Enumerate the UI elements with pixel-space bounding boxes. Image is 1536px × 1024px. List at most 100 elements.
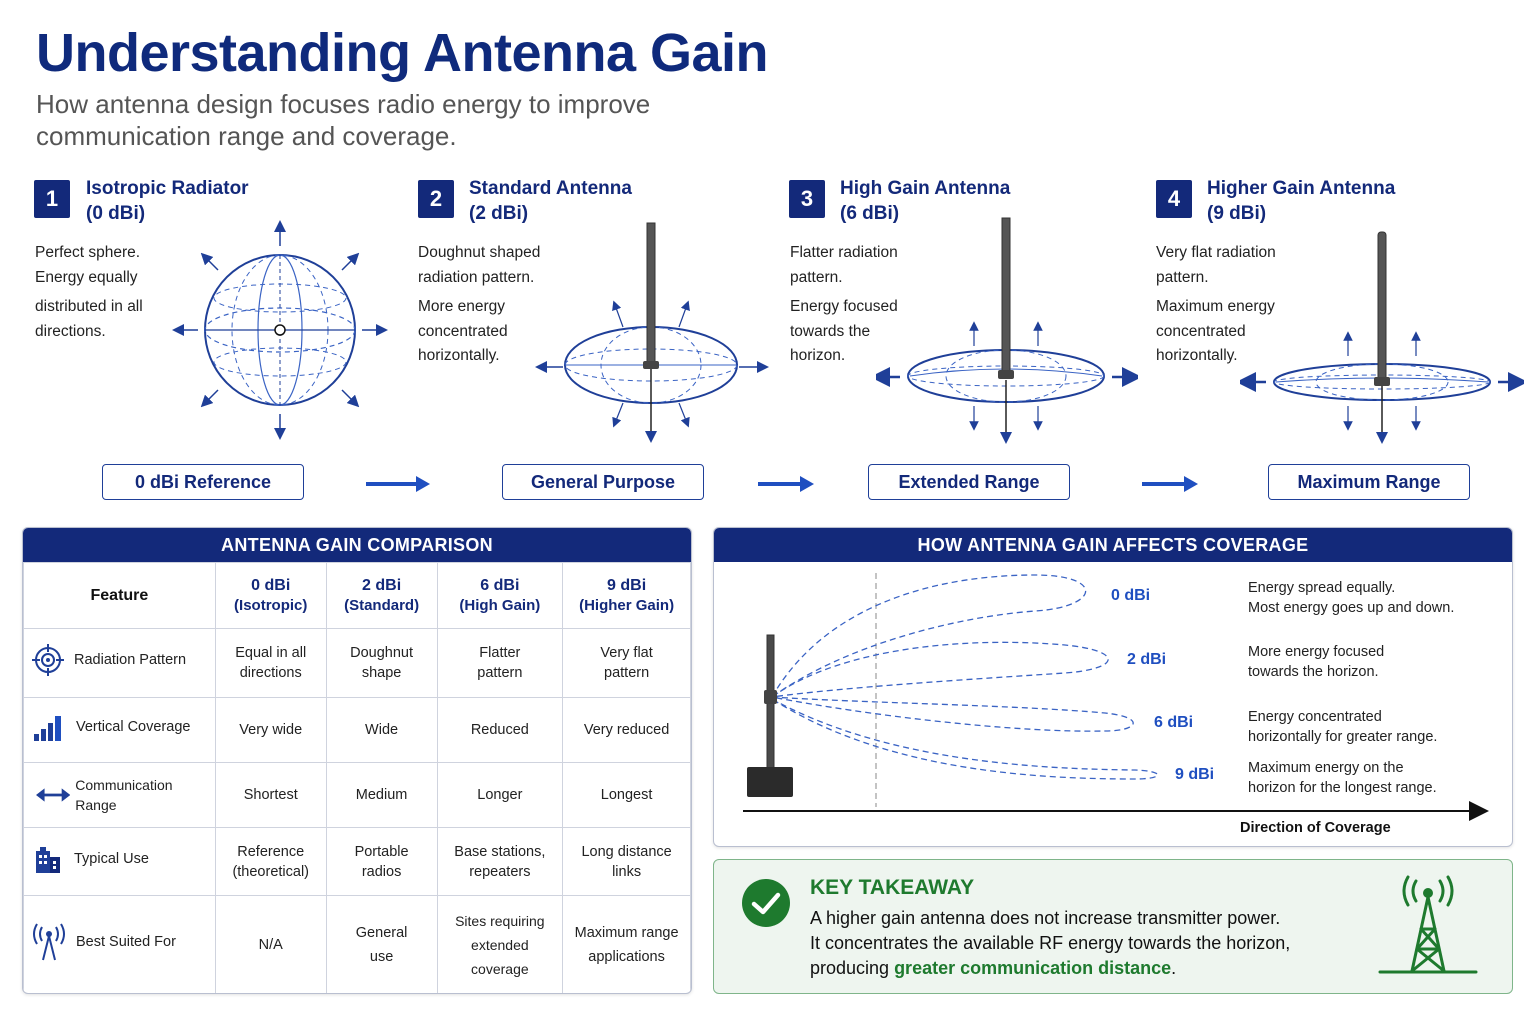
card-title-text: Higher Gain Antenna	[1207, 178, 1396, 199]
card-2-title: Standard Antenna (2 dBi)	[469, 176, 632, 226]
comparison-panel: ANTENNA GAIN COMPARISON Feature 0 dBi(Is…	[22, 527, 692, 994]
table-header-row: Feature 0 dBi(Isotropic) 2 dBi(Standard)…	[23, 562, 691, 629]
card-1-description: Perfect sphere. Energy equally distribut…	[35, 241, 143, 344]
coverage-panel: HOW ANTENNA GAIN AFFECTS COVERAGE	[713, 527, 1513, 847]
coverage-desc-0dbi: Energy spread equally.Most energy goes u…	[1248, 580, 1455, 616]
card-title-text: Standard Antenna	[469, 178, 632, 199]
step-number-4: 4	[1156, 180, 1192, 218]
target-icon	[32, 644, 64, 676]
step-number-1: 1	[34, 180, 70, 218]
coverage-label-6dbi: 6 dBi	[1154, 714, 1194, 731]
page-subtitle: How antenna design focuses radio energy …	[36, 88, 736, 152]
table-cell: Base stations,repeaters	[436, 827, 564, 896]
radio-tower-icon	[1378, 875, 1478, 974]
column-gain: 0 dBi	[251, 576, 291, 594]
column-gain: 6 dBi	[480, 576, 520, 594]
column-name: (Isotropic)	[234, 596, 308, 614]
table-row: Typical Use Reference(theoretical) Porta…	[23, 827, 691, 896]
desc-line: radiation pattern.	[418, 268, 535, 286]
high-gain-antenna-diagram	[876, 217, 1138, 444]
column-header-9dbi: 9 dBi(Higher Gain)	[562, 562, 691, 629]
table-cell: Reduced	[436, 697, 564, 763]
row-feature-label: Vertical Coverage	[76, 719, 191, 735]
page-title: Understanding Antenna Gain	[36, 23, 769, 83]
bar-signal-icon	[34, 716, 61, 741]
arrow-right-icon	[366, 476, 430, 492]
table-row: Communication Range Shortest Medium Long…	[23, 762, 691, 828]
subtitle-line-1: How antenna design focuses radio energy …	[36, 89, 651, 119]
table-cell: N/A	[214, 895, 327, 993]
desc-line: horizontally.	[418, 347, 500, 364]
card-4-title: Higher Gain Antenna (9 dBi)	[1207, 176, 1395, 226]
row-feature-communication-range: Communication Range	[23, 762, 216, 828]
row-feature-vertical-coverage: Vertical Coverage	[23, 697, 216, 763]
row-feature-label: Best Suited For	[76, 933, 176, 950]
isotropic-sphere-diagram	[172, 220, 388, 440]
desc-line: Doughnut shaped	[418, 244, 541, 261]
row-feature-label: Typical Use	[74, 850, 149, 867]
table-cell: Longest	[562, 762, 691, 828]
coverage-label-9dbi: 9 dBi	[1175, 766, 1215, 783]
desc-line: horizontally.	[1156, 347, 1238, 364]
column-name: (Standard)	[344, 596, 420, 614]
takeaway-title: KEY TAKEAWAY	[810, 876, 975, 899]
desc-line: pattern.	[1156, 268, 1209, 286]
desc-line: Energy focused	[790, 298, 898, 315]
column-header-0dbi: 0 dBi (Isotropic)	[214, 562, 327, 629]
arrow-right-icon	[1142, 476, 1198, 492]
row-feature-label: Communication Range	[75, 777, 173, 813]
card-gain-text: (2 dBi)	[469, 203, 529, 224]
pill-maximum-range: Maximum Range	[1268, 464, 1470, 500]
antenna-icon	[33, 922, 65, 960]
comparison-panel-title: ANTENNA GAIN COMPARISON	[23, 528, 691, 562]
takeaway-line: producing greater communication distance…	[810, 958, 1177, 978]
card-title-text: High Gain Antenna	[840, 178, 1011, 199]
pill-general-purpose: General Purpose	[502, 464, 704, 500]
desc-line: concentrated	[418, 322, 508, 340]
desc-line: directions.	[35, 322, 106, 340]
takeaway-line: A higher gain antenna does not increase …	[810, 908, 1281, 928]
double-arrow-icon	[36, 788, 71, 802]
card-4-description: Very flat radiation pattern. Maximum ene…	[1156, 241, 1276, 369]
arrow-right-icon	[758, 476, 814, 492]
desc-line: Flatter radiation	[790, 244, 898, 261]
step-number-3: 3	[789, 180, 825, 218]
column-gain: 2 dBi	[362, 576, 402, 594]
card-2-description: Doughnut shaped radiation pattern. More …	[418, 241, 540, 369]
card-title-text: Isotropic Radiator	[86, 178, 249, 199]
coverage-label-2dbi: 2 dBi	[1127, 651, 1167, 668]
desc-line: Maximum energy	[1156, 298, 1275, 315]
row-feature-radiation-pattern: Radiation Pattern	[23, 628, 216, 698]
subtitle-line-2: communication range and coverage.	[36, 121, 457, 151]
table-cell: Shortest	[214, 762, 327, 828]
desc-line: pattern.	[790, 268, 843, 286]
pill-extended-range: Extended Range	[868, 464, 1070, 500]
card-gain-text: (9 dBi)	[1207, 203, 1267, 224]
higher-gain-antenna-diagram	[1240, 231, 1524, 444]
desc-line: towards the	[790, 322, 871, 340]
column-header-2dbi: 2 dBi (Standard)	[325, 562, 438, 629]
standard-antenna-diagram	[535, 222, 769, 443]
row-feature-typical-use: Typical Use	[23, 827, 216, 896]
table-cell: Longer	[436, 762, 564, 828]
desc-line: horizon.	[790, 347, 846, 364]
column-gain: 9 dBi	[607, 576, 647, 594]
pill-0dbi-reference: 0 dBi Reference	[102, 464, 304, 500]
table-cell: Medium	[325, 762, 438, 828]
coverage-panel-title: HOW ANTENNA GAIN AFFECTS COVERAGE	[714, 528, 1512, 562]
takeaway-text: A higher gain antenna does not increase …	[810, 906, 1290, 981]
desc-line: Energy equally	[35, 268, 138, 286]
table-cell: Reference(theoretical)	[214, 827, 327, 896]
desc-line: Perfect sphere.	[35, 244, 141, 261]
